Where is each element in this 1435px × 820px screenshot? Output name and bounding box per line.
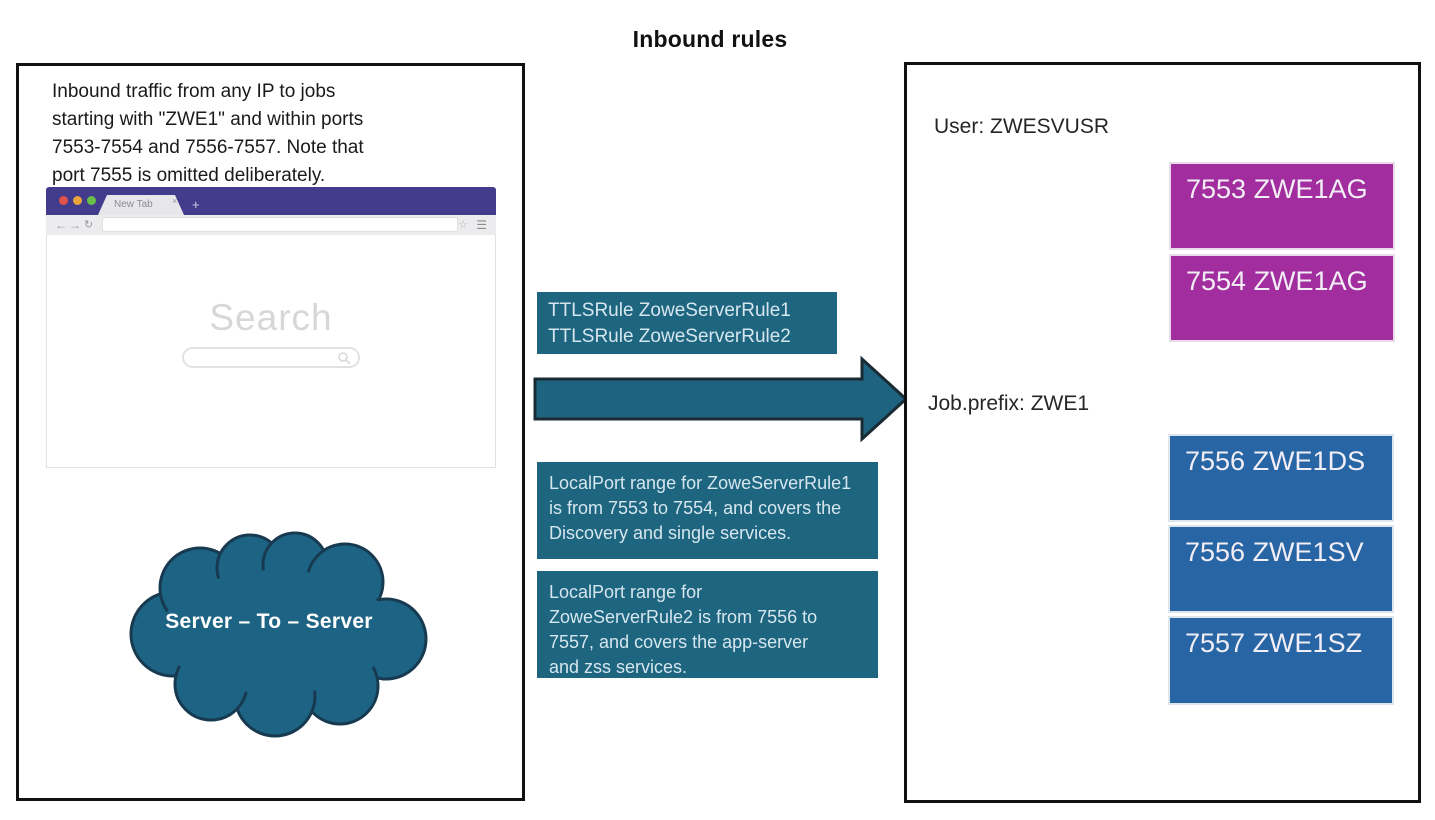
maximize-window-icon[interactable]	[87, 196, 96, 205]
search-input[interactable]	[182, 347, 360, 368]
localport-rule2-box: LocalPort range for ZoweServerRule2 is f…	[537, 571, 878, 678]
port-label: 7557 ZWE1SZ	[1185, 628, 1363, 658]
reload-icon[interactable]: ↻	[84, 219, 94, 231]
browser-toolbar: ← → ↻ ☆ ☰	[46, 215, 496, 235]
search-icon	[338, 352, 351, 365]
port-box-discovery-7556: 7556 ZWE1DS	[1168, 434, 1394, 522]
server-to-server-cloud: Server – To – Server	[103, 514, 435, 752]
zowe-jobs-panel: User: ZWESVUSR 7553 ZWE1AG 7554 ZWE1AG J…	[904, 62, 1421, 803]
browser-tab[interactable]: New Tab	[98, 195, 184, 215]
forward-icon[interactable]: →	[69, 218, 81, 232]
port-box-gateway-7554: 7554 ZWE1AG	[1169, 254, 1395, 342]
page-title: Inbound rules	[632, 26, 788, 52]
user-label: User: ZWESVUSR	[934, 115, 1110, 138]
back-icon[interactable]: ←	[55, 218, 67, 232]
browser-mockup: New Tab × + ← → ↻ ☆ ☰ Search	[46, 187, 496, 468]
client-panel: Inbound traffic from any IP to jobs star…	[16, 63, 525, 801]
job-prefix-label: Job.prefix: ZWE1	[928, 392, 1090, 415]
tab-close-icon[interactable]: ×	[172, 196, 178, 206]
hamburger-menu-icon[interactable]: ☰	[476, 218, 487, 232]
search-heading: Search	[209, 297, 333, 338]
port-label: 7556 ZWE1SV	[1185, 537, 1364, 567]
flow-right-arrow-icon	[532, 355, 910, 443]
tab-label: New Tab	[114, 199, 153, 210]
ttls-rules-box: TTLSRule ZoweServerRule1 TTLSRule ZoweSe…	[537, 292, 837, 354]
close-window-icon[interactable]	[59, 196, 68, 205]
bookmark-star-icon[interactable]: ☆	[458, 219, 468, 231]
localport-rule1-box: LocalPort range for ZoweServerRule1 is f…	[537, 462, 878, 559]
inbound-traffic-description: Inbound traffic from any IP to jobs star…	[52, 81, 364, 186]
port-box-zss-7557: 7557 ZWE1SZ	[1168, 616, 1394, 705]
browser-titlebar: New Tab × +	[46, 187, 496, 215]
port-box-gateway-7553: 7553 ZWE1AG	[1169, 162, 1395, 250]
address-bar-input[interactable]	[102, 217, 458, 232]
cloud-shape-icon	[129, 531, 428, 738]
port-label: 7556 ZWE1DS	[1185, 446, 1366, 476]
cloud-label: Server – To – Server	[165, 610, 373, 633]
browser-page: Search	[46, 235, 496, 468]
port-box-appserver-7556: 7556 ZWE1SV	[1168, 525, 1394, 613]
minimize-window-icon[interactable]	[73, 196, 82, 205]
new-tab-icon[interactable]: +	[192, 197, 200, 212]
port-label: 7553 ZWE1AG	[1186, 174, 1368, 204]
port-label: 7554 ZWE1AG	[1186, 266, 1368, 296]
